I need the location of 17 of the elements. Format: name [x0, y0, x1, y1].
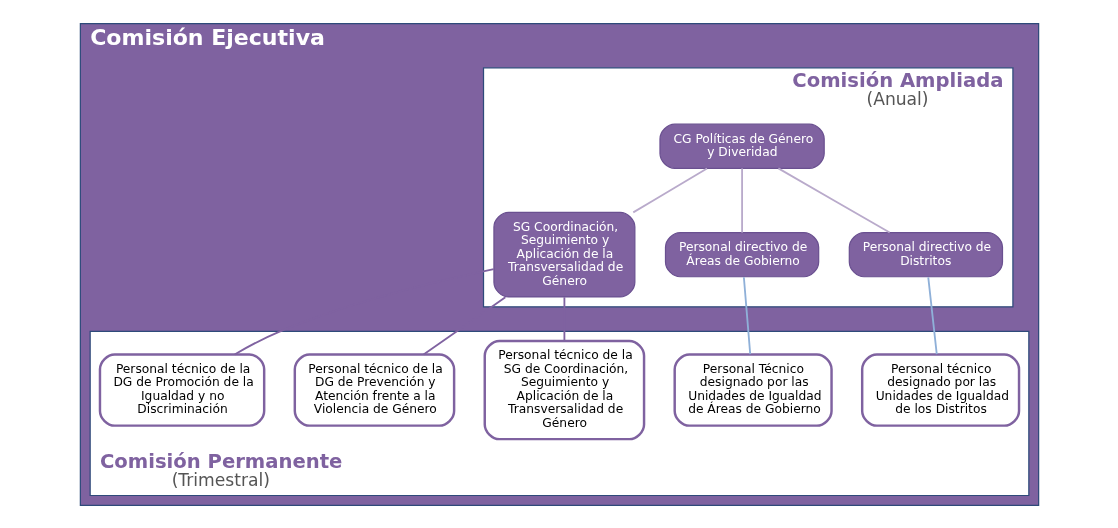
connector	[777, 167, 891, 233]
node-box: Personal directivo de Distritos	[848, 231, 1003, 277]
connector	[926, 275, 938, 355]
connector	[563, 295, 565, 342]
node-box: SG Coordinación, Seguimiento y Aplicación de la Transversalidad de Género	[492, 211, 635, 298]
node-box: Personal Técnico designado por las Unidades de Igualdad de Áreas de Gobierno	[672, 352, 833, 427]
node-box: CG Políticas de Género y Diveridad	[658, 123, 825, 169]
connector	[742, 275, 751, 355]
node-box: Personal técnico de la DG de Prevención y Atención frente a la Violencia de Género	[293, 352, 455, 427]
connector	[233, 267, 495, 355]
node-box: Personal directivo de Áreas de Gobierno	[664, 231, 819, 277]
node-box: Personal técnico designado por las Unidades de Igualdad de los Distritos	[860, 352, 1020, 427]
connector	[740, 167, 743, 233]
node-box: Personal técnico de la SG de Coordinación, Seguimiento y Aplicación de la Transversalidad de Género	[483, 339, 645, 440]
connector	[631, 167, 708, 213]
node-box: Personal técnico de la DG de Promoción de la Igualdad y no Discriminación	[98, 352, 265, 427]
connector	[422, 295, 506, 355]
